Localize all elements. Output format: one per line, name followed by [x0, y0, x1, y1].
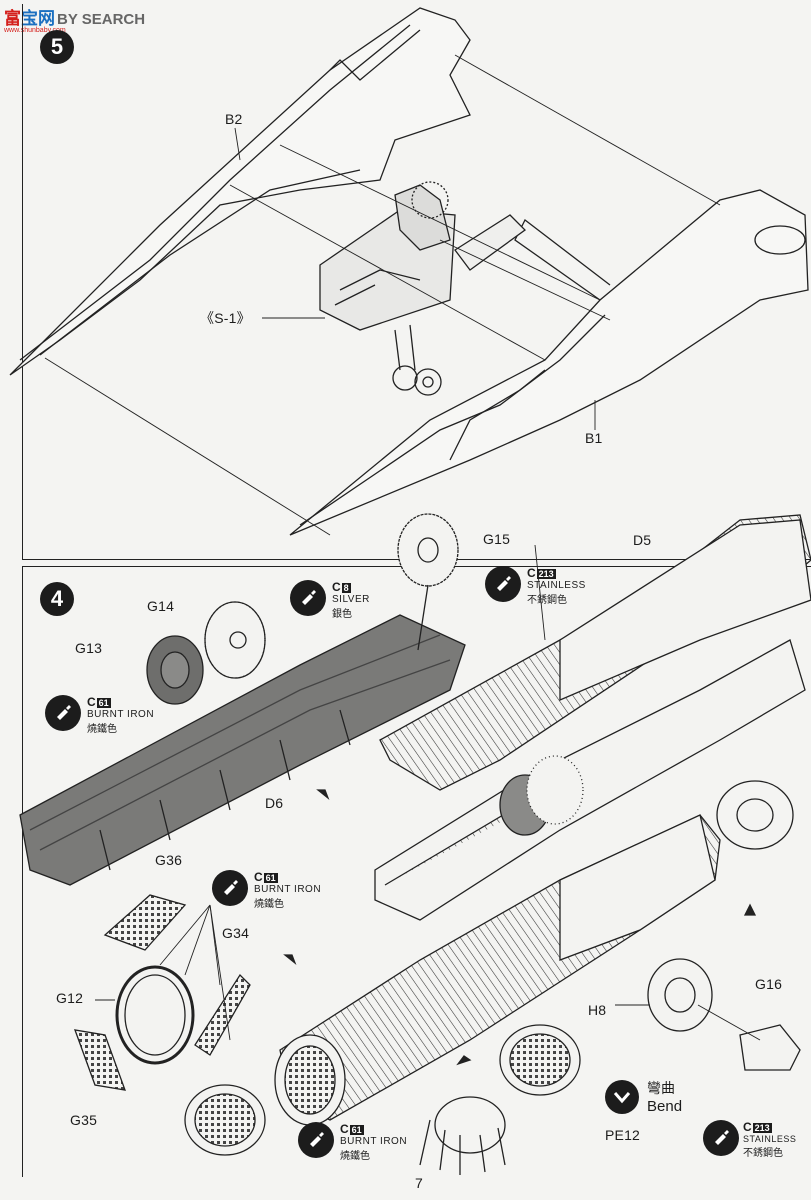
paintbrush-icon [485, 566, 521, 602]
label-g16: G16 [755, 976, 783, 992]
paint-num: 61 [263, 873, 278, 883]
watermark-tail: BY SEARCH [57, 11, 146, 28]
paint-name-cn: 燒鐵色 [87, 724, 117, 735]
label-b1: B1 [585, 430, 603, 446]
bend-label-en: Bend [647, 1098, 683, 1115]
watermark-url: www.shunbaby.com [4, 27, 66, 34]
paint-num: 213 [536, 569, 556, 579]
paint-name-cn: 燒鐵色 [254, 899, 284, 910]
paint-name-cn: 不銹鋼色 [527, 595, 567, 606]
label-g14: G14 [147, 598, 175, 614]
step5-illustration [9, 7, 809, 536]
paintbrush-icon [290, 580, 326, 616]
bend-label-cn: 彎曲 [647, 1080, 675, 1096]
paint-name-cn: 燒鐵色 [340, 1151, 370, 1162]
paintbrush-icon [212, 870, 248, 906]
paintbrush-icon [45, 695, 81, 731]
label-g13: G13 [75, 640, 103, 656]
paint-code: C [340, 1122, 349, 1136]
paintbrush-icon [298, 1122, 334, 1158]
label-h8: H8 [588, 1002, 607, 1018]
label-b2: B2 [225, 111, 243, 127]
watermark-brand-2: 宝网 [21, 9, 55, 28]
step4-illustration [19, 513, 811, 1175]
step5-number: 5 [40, 30, 74, 64]
watermark-brand: 富 [4, 9, 21, 28]
label-pe12: PE12 [605, 1127, 641, 1143]
paint-num: 8 [341, 583, 351, 593]
paint-name: STAINLESS [527, 580, 586, 591]
label-g36: G36 [155, 852, 183, 868]
paint-name: BURNT IRON [254, 884, 322, 895]
paintbrush-icon [703, 1120, 739, 1156]
step4-number: 4 [40, 582, 74, 616]
paint-name: BURNT IRON [340, 1136, 408, 1147]
paint-name: STAINLESS [743, 1134, 797, 1144]
paint-code: C [87, 695, 96, 709]
paint-code: C [743, 1120, 752, 1134]
label-g35: G35 [70, 1112, 98, 1128]
page-number: 7 [415, 1175, 423, 1191]
paint-name-cn: 不銹鋼色 [743, 1148, 783, 1159]
paint-code: C [527, 566, 536, 580]
bend-icon [605, 1079, 639, 1114]
label-g12: G12 [56, 990, 84, 1006]
label-d5: D5 [633, 532, 652, 548]
paint-num: 61 [96, 698, 111, 708]
label-d6: D6 [265, 795, 284, 811]
label-g15: G15 [483, 531, 511, 547]
label-g34: G34 [222, 925, 250, 941]
paint-num: 213 [752, 1123, 772, 1133]
paint-name: BURNT IRON [87, 709, 155, 720]
paint-name-cn: 銀色 [332, 609, 352, 620]
paint-code: C [254, 870, 263, 884]
label-s1: 《S-1》 [200, 310, 251, 326]
paint-num: 61 [349, 1125, 364, 1135]
paint-code: C [332, 580, 341, 594]
paint-name: SILVER [332, 594, 370, 605]
bend-instruction: 彎曲 Bend [605, 1078, 682, 1115]
